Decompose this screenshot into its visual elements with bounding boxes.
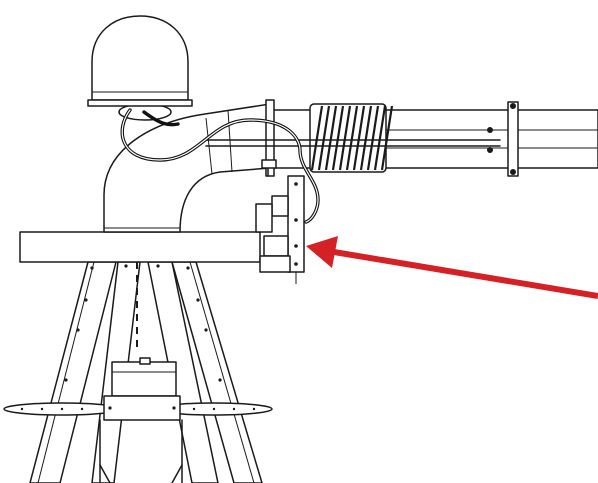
junction-box — [255, 159, 305, 284]
flange-joint — [487, 101, 519, 177]
arrow-icon — [306, 236, 338, 268]
bellows-ridge — [338, 105, 352, 171]
bellows-ridge — [331, 105, 345, 171]
bellows-ridge — [373, 105, 387, 171]
support-rod — [205, 139, 501, 147]
callout-arrow — [306, 236, 598, 299]
bellows-ridge — [359, 105, 373, 171]
bellows-ridge — [324, 105, 338, 171]
mounting-platform — [19, 231, 261, 263]
cable-run — [120, 108, 320, 224]
tripod-mast — [29, 261, 263, 483]
bellows-ridge — [310, 105, 324, 171]
foot-plates — [3, 402, 273, 416]
bellows-ridge — [317, 105, 331, 171]
bellows-ridge — [345, 105, 359, 171]
radome — [87, 15, 193, 107]
bellows-ridge — [352, 105, 366, 171]
bellows-ridge — [366, 105, 380, 171]
bellows-ridge — [380, 105, 394, 171]
bellows-coupling — [309, 103, 394, 173]
pedestal-elbow — [103, 103, 271, 233]
base-motor-box — [99, 357, 183, 483]
